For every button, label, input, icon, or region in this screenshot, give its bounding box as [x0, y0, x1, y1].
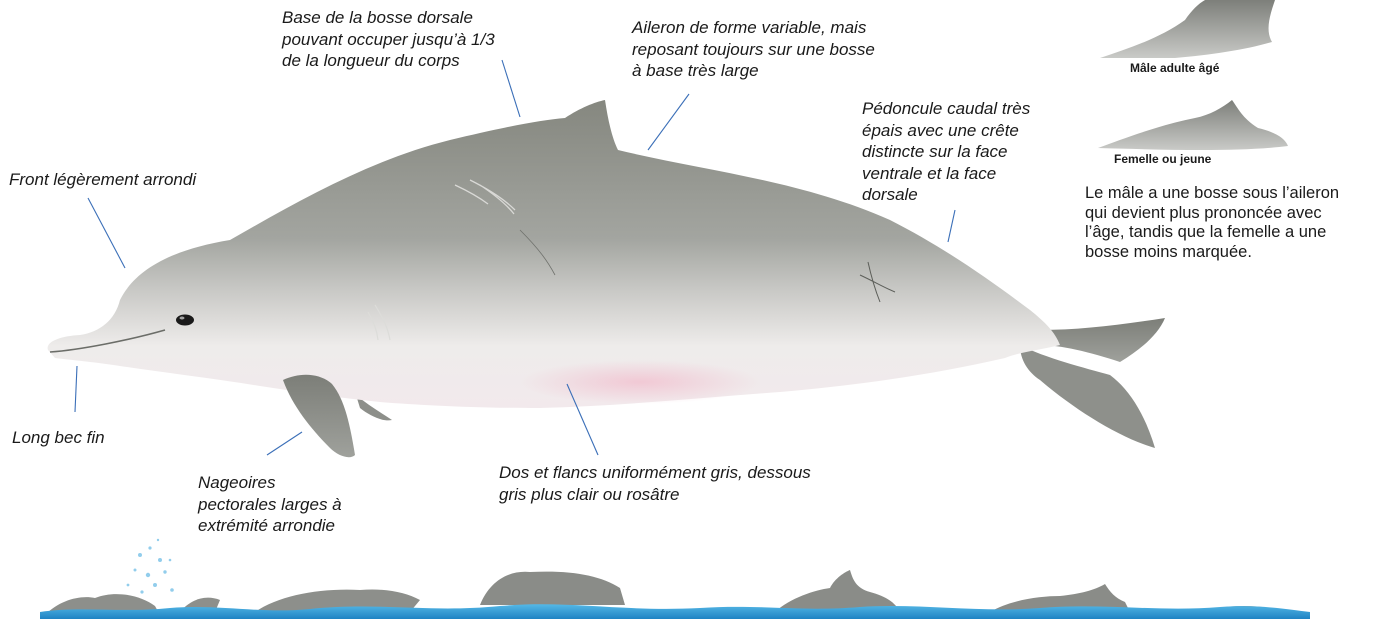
female-caption: Femelle ou jeune: [1114, 152, 1211, 166]
leader-forehead: [88, 198, 125, 268]
eye: [176, 315, 194, 326]
annotation-flippers: Nageoires pectorales larges à extrémité …: [198, 472, 342, 537]
lower-fluke: [1020, 345, 1155, 448]
leader-peduncle: [948, 210, 955, 242]
annotation-coloration: Dos et flancs uniformément gris, dessous…: [499, 462, 811, 505]
leader-flippers: [267, 432, 302, 455]
male-female-note: Le mâle a une bosse sous l’aileron qui d…: [1085, 184, 1373, 262]
annotation-hump-base: Base de la bosse dorsale pouvant occuper…: [282, 7, 495, 72]
inset-male-silhouette: [1100, 0, 1275, 58]
annotation-beak: Long bec fin: [12, 427, 105, 449]
annotation-dorsal-fin: Aileron de forme variable, mais reposant…: [632, 17, 875, 82]
upper-fluke: [1040, 318, 1165, 362]
water-strip: [40, 539, 1310, 619]
leader-hump-base: [502, 60, 520, 117]
annotation-forehead: Front légèrement arrondi: [9, 169, 196, 191]
male-caption: Mâle adulte âgé: [1130, 61, 1219, 75]
leader-beak: [75, 366, 77, 412]
inset-female-silhouette: [1098, 100, 1288, 150]
belly-blush: [520, 360, 760, 404]
leader-dorsal-fin: [648, 94, 689, 150]
annotation-peduncle: Pédoncule caudal très épais avec une crê…: [862, 98, 1030, 206]
